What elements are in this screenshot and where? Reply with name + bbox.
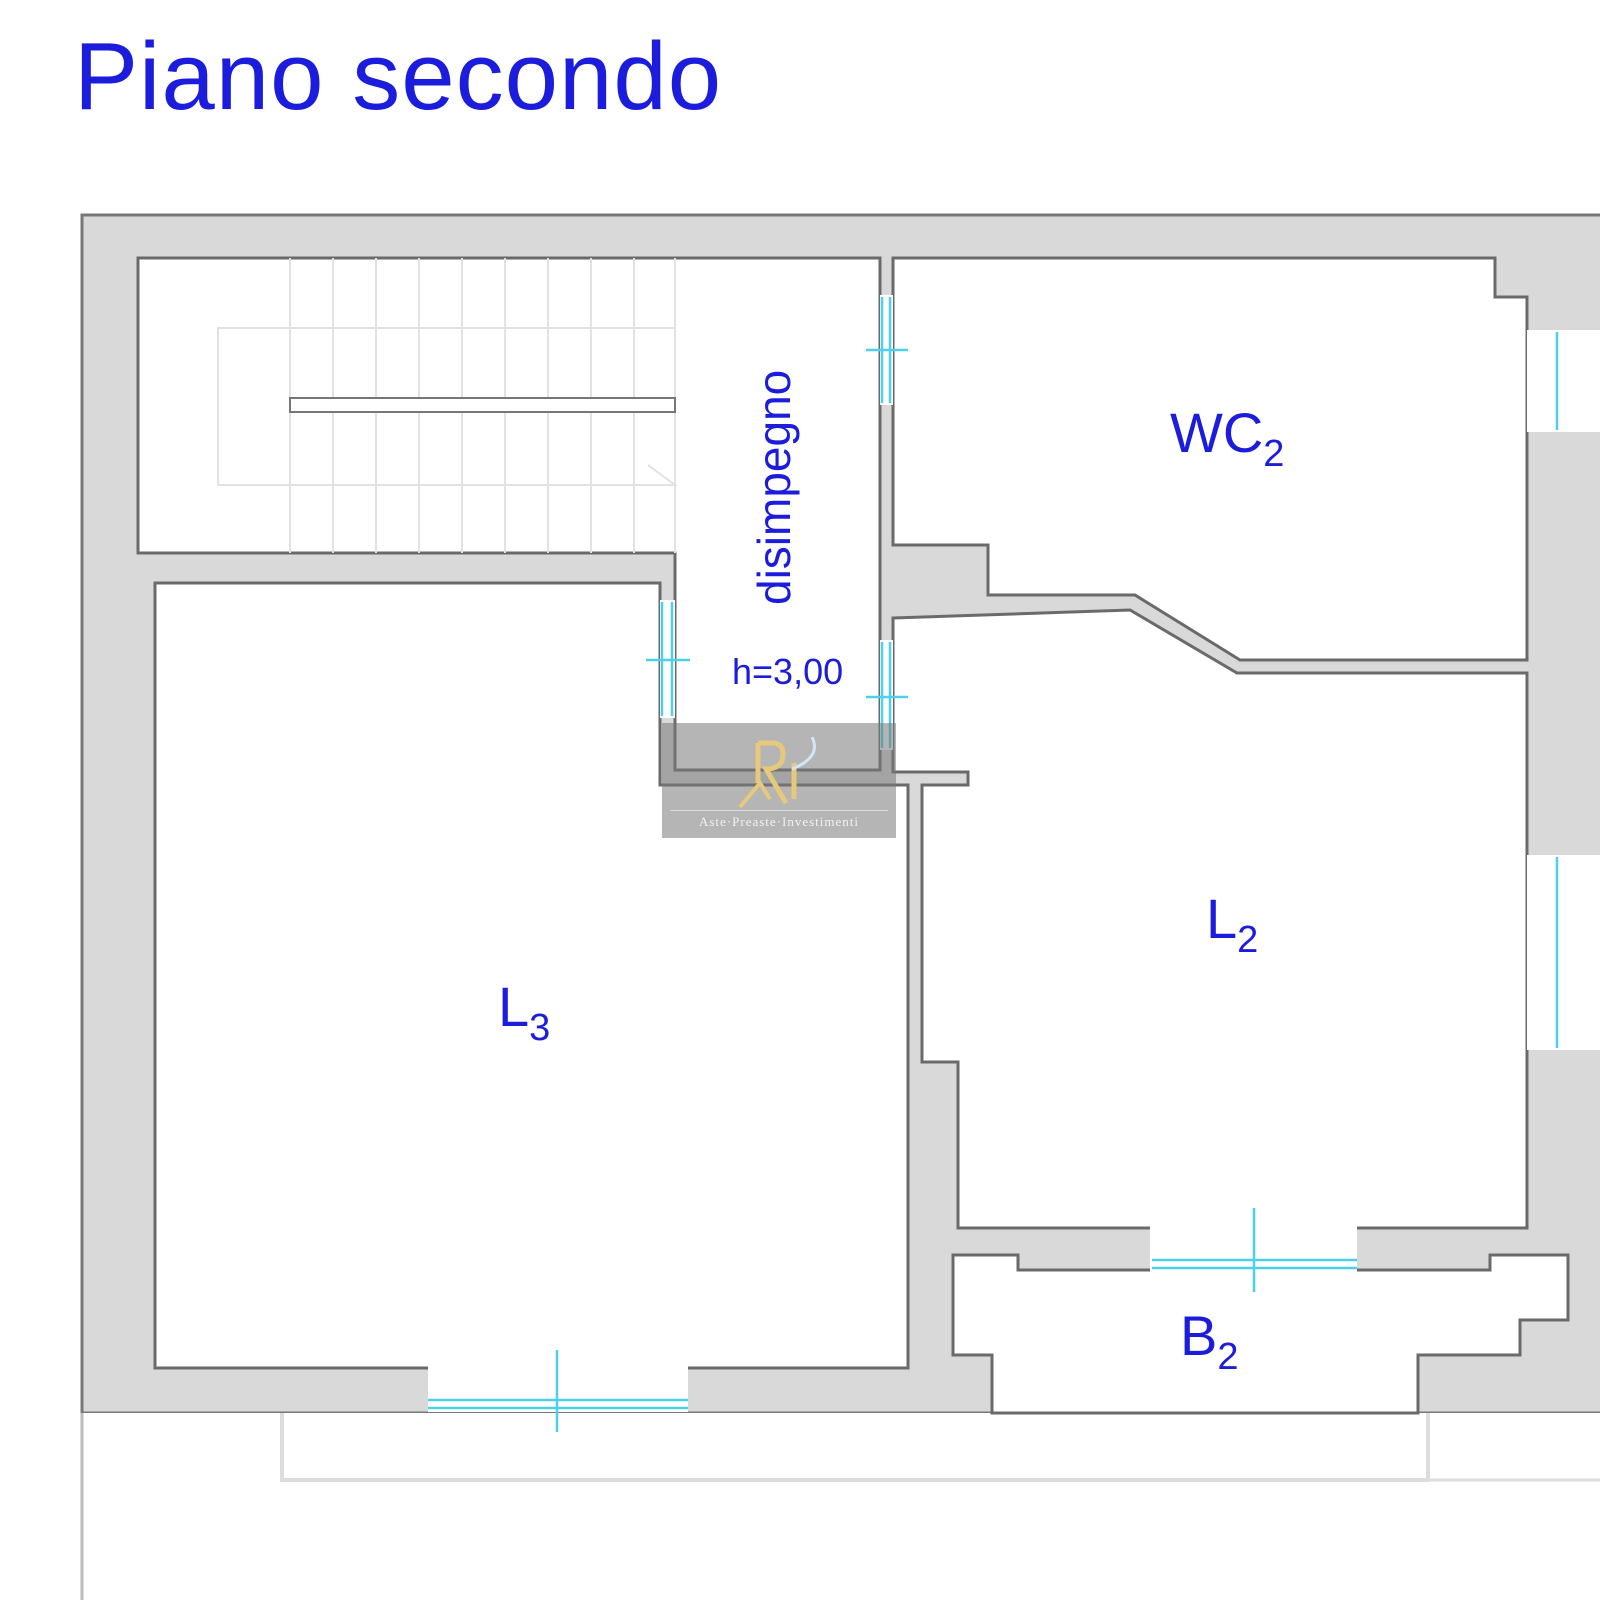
room-l3: [153, 581, 910, 1370]
doors: [646, 295, 908, 750]
label-disimpegno: disimpegno: [748, 370, 800, 605]
watermark-text: Aste·Preaste·Investimenti: [670, 810, 888, 830]
page-title: Piano secondo: [74, 23, 723, 130]
watermark-logo-icon: [738, 736, 816, 809]
label-l3: L3: [498, 975, 550, 1049]
room-l2: [891, 608, 1529, 1230]
label-b2: B2: [1180, 1304, 1239, 1378]
watermark: Aste·Preaste·Investimenti: [662, 723, 896, 838]
label-wc2: WC2: [1170, 401, 1284, 475]
balcony-outline: [280, 1413, 1430, 1482]
room-wc2: [891, 256, 1529, 662]
staircase: [217, 258, 679, 553]
exterior-area: [82, 1413, 1600, 1600]
label-l2: L2: [1206, 887, 1258, 961]
label-height: h=3,00: [732, 651, 843, 692]
windows: [428, 330, 1600, 1432]
